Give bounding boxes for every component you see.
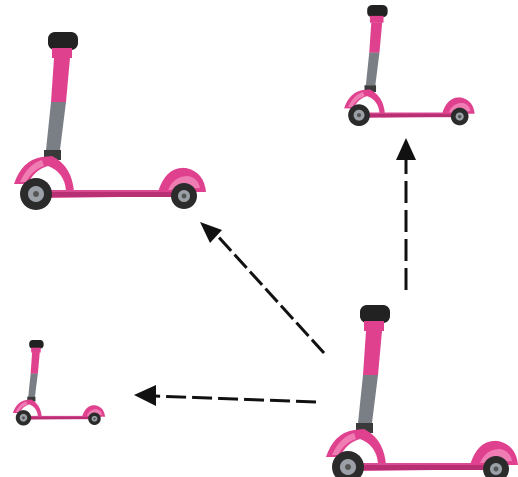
arrow-to-top-left [200,222,326,355]
arrow-to-bottom-left [134,385,317,406]
scooter-bottom-left [12,340,106,426]
scooter-original [326,305,518,477]
scooter-top-left [14,32,206,210]
scooter-top-right [344,5,475,127]
arrow-to-top-right [396,138,416,290]
